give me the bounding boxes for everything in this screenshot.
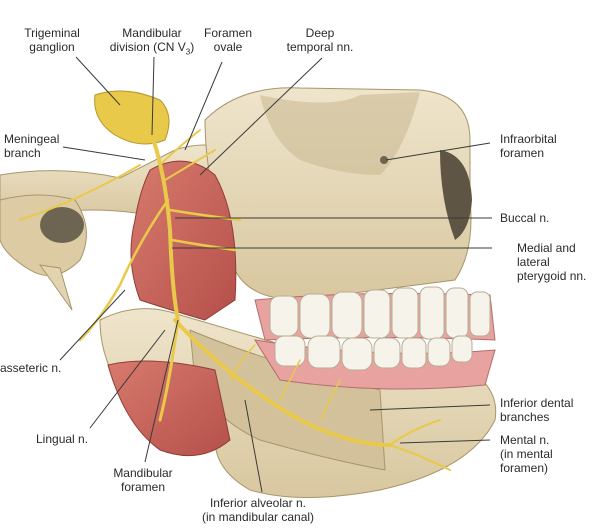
label-lingual: Lingual n. [36, 432, 89, 446]
masseter-muscle [107, 360, 231, 457]
label-meningeal-branch: Meningeal branch [4, 132, 60, 160]
label-buccal: Buccal n. [500, 211, 550, 225]
foramen-dark [40, 207, 84, 243]
styloid-process [38, 264, 73, 311]
lower-teeth [274, 335, 473, 371]
trigeminal-ganglion [94, 90, 170, 145]
label-mandibular-division: Mandibular division (CN V3) [109, 26, 195, 57]
pterygoid-muscle [130, 160, 237, 321]
upper-teeth [269, 286, 491, 340]
label-pterygoid: Medial and lateral pterygoid nn. [517, 241, 587, 283]
label-inferior-dental: Inferior dental branches [500, 396, 574, 424]
label-masseteric: asseteric n. [0, 361, 62, 375]
nerve-branches [19, 128, 451, 471]
label-inferior-alveolar: Inferior alveolar n. (in mandibular cana… [201, 496, 315, 524]
label-mental: Mental n. (in mental foramen) [500, 433, 553, 475]
infraorbital-foramen-mark [380, 156, 388, 164]
label-trigeminal-ganglion: Trigeminal ganglion [24, 26, 80, 54]
orbit [260, 92, 420, 175]
label-deep-temporal: Deep temporal nn. [286, 26, 354, 54]
leader-lines [59, 56, 492, 493]
label-mandibular-foramen: Mandibular foramen [113, 466, 173, 494]
label-infraorbital-foramen: Infraorbital foramen [500, 132, 557, 160]
label-foramen-ovale: Foramen ovale [203, 26, 253, 54]
